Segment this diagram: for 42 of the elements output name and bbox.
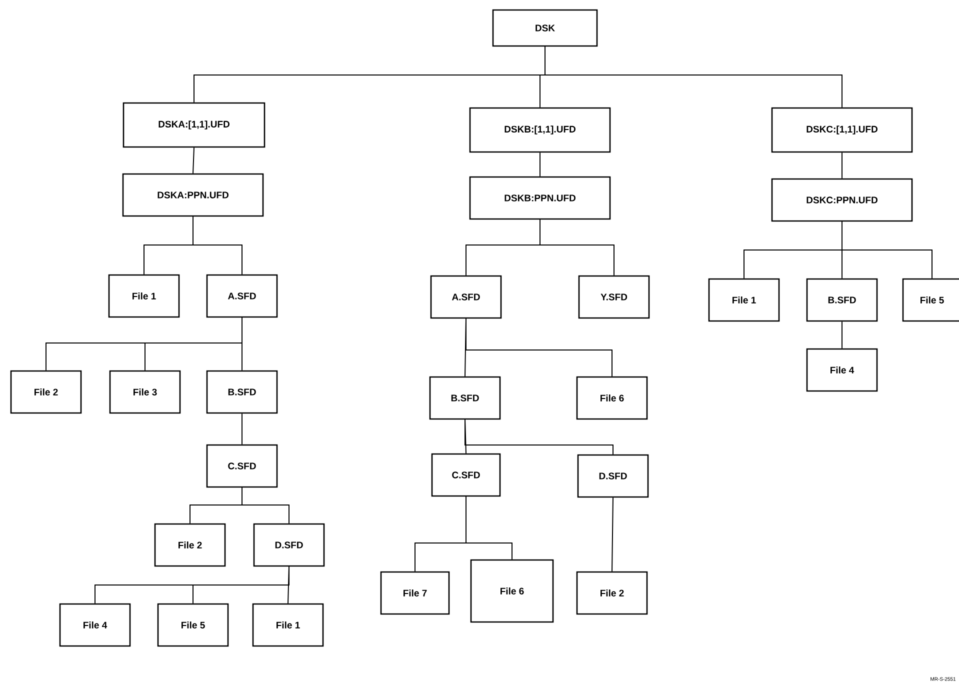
file-box: DSKB:[1,1].UFD [469, 107, 611, 153]
file-box: File 3 [109, 370, 181, 414]
file-box: D.SFD [577, 454, 649, 498]
file-box: File 4 [806, 348, 878, 392]
file-box: D.SFD [253, 523, 325, 567]
connector-line [192, 216, 242, 275]
connector-line [544, 46, 842, 108]
file-box: DSKA:PPN.UFD [122, 173, 264, 217]
file-box: File 6 [576, 376, 648, 420]
file-box: File 1 [252, 603, 324, 647]
file-box: DSKA:[1,1].UFD [122, 102, 266, 148]
connector-line [242, 487, 290, 524]
connector-line [466, 318, 612, 377]
file-box: File 1 [108, 274, 180, 318]
file-box: DSK [492, 9, 598, 47]
file-box: File 5 [157, 603, 229, 647]
file-box: B.SFD [429, 376, 501, 420]
connector-line [466, 496, 512, 560]
file-box: File 2 [10, 370, 82, 414]
file-box: A.SFD [430, 275, 502, 319]
file-box: File 6 [470, 559, 554, 623]
file-box: DSKB:PPN.UFD [469, 176, 611, 220]
file-box: File 4 [59, 603, 131, 647]
connector-line [288, 566, 290, 604]
file-box: File 7 [380, 571, 450, 615]
file-box: C.SFD [206, 444, 278, 488]
file-box: A.SFD [206, 274, 278, 318]
file-box: B.SFD [806, 278, 878, 322]
file-box: File 5 [902, 278, 959, 322]
connector-line [612, 497, 614, 572]
file-box: DSKC:PPN.UFD [771, 178, 913, 222]
connector-line [192, 147, 194, 174]
file-box: B.SFD [206, 370, 278, 414]
connector-line [464, 419, 614, 455]
file-box: File 2 [576, 571, 648, 615]
connector-line [842, 221, 932, 279]
file-box: C.SFD [431, 453, 501, 497]
file-box: File 1 [708, 278, 780, 322]
connector-line [540, 219, 614, 276]
file-box: DSKC:[1,1].UFD [771, 107, 913, 153]
file-box: File 2 [154, 523, 226, 567]
file-box: Y.SFD [578, 275, 650, 319]
